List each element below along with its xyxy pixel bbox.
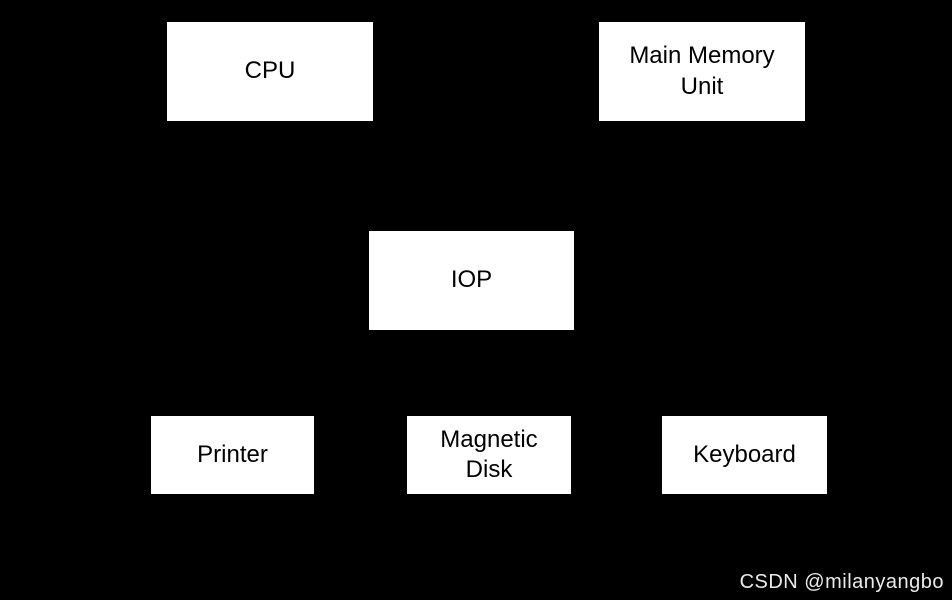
node-magnetic-disk: Magnetic Disk — [407, 416, 571, 494]
node-keyboard: Keyboard — [662, 416, 827, 494]
csdn-watermark: CSDN @milanyangbo — [739, 571, 944, 593]
node-main-memory-unit-label: Main Memory Unit — [629, 42, 775, 100]
node-main-memory-unit: Main Memory Unit — [599, 22, 805, 121]
node-keyboard-label: Keyboard — [693, 440, 796, 468]
node-iop-label: IOP — [450, 266, 493, 294]
node-cpu: CPU — [167, 22, 373, 121]
node-printer: Printer — [151, 416, 314, 494]
node-iop: IOP — [369, 231, 574, 330]
node-cpu-label: CPU — [244, 57, 296, 85]
node-magnetic-disk-label: Magnetic Disk — [440, 425, 538, 483]
node-printer-label: Printer — [197, 440, 268, 468]
